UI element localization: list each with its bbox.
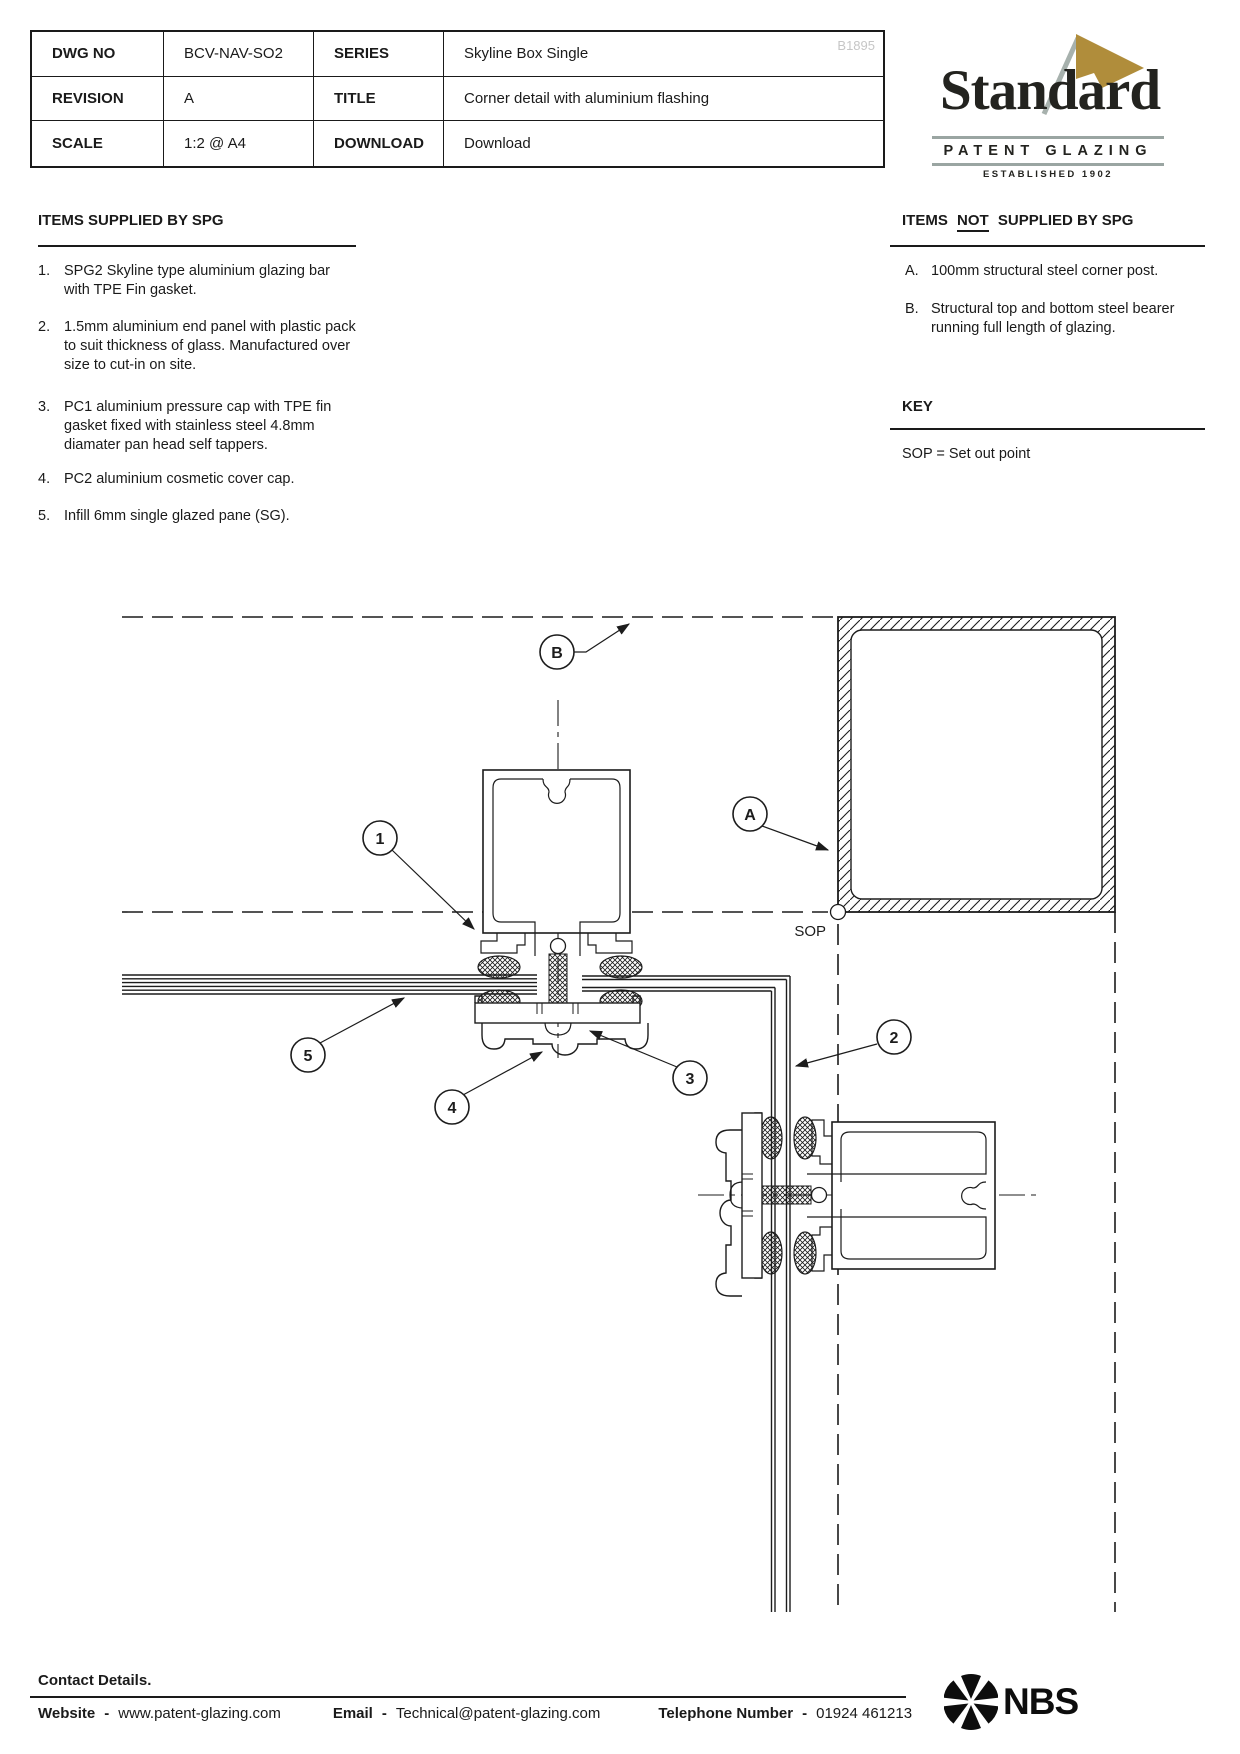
glazing-bar-top-assembly	[474, 700, 649, 1058]
download-label: DOWNLOAD	[314, 121, 444, 166]
balloon-2: 2	[794, 1019, 912, 1068]
heading-part: ITEMS	[902, 212, 948, 229]
balloon-4-label: 4	[448, 1100, 457, 1117]
sop-marker	[829, 903, 847, 921]
item-letter: B.	[905, 301, 919, 317]
nbs-logo: NBS	[944, 1674, 1079, 1730]
footer-rule	[30, 1696, 906, 1698]
glass-pane-lines	[122, 974, 791, 1612]
balloon-4: 4	[434, 1051, 544, 1125]
item-text: PC2 aluminium cosmetic cover cap.	[64, 471, 295, 487]
separator: -	[802, 1705, 808, 1722]
title-value: Corner detail with aluminium flashing	[444, 77, 883, 122]
title-label: TITLE	[314, 76, 444, 122]
balloon-A: A	[732, 796, 830, 851]
download-link[interactable]: Download	[464, 135, 531, 153]
item-text: PC1 aluminium pressure cap with TPE fin …	[64, 399, 332, 453]
list-item: 4. PC2 aluminium cosmetic cover cap.	[38, 470, 368, 489]
email-link[interactable]: Technical@patent-glazing.com	[395, 1705, 601, 1722]
item-number: 4.	[38, 471, 51, 487]
list-item: B. Structural top and bottom steel beare…	[905, 300, 1205, 338]
nbs-logo-icon	[944, 1674, 998, 1730]
item-number: 3.	[38, 399, 51, 415]
balloon-1-label: 1	[376, 831, 385, 848]
balloon-2-label: 2	[890, 1030, 899, 1047]
scale-label: SCALE	[32, 121, 164, 166]
balloon-5-label: 5	[304, 1048, 313, 1065]
balloon-3: 3	[588, 1030, 708, 1096]
title-block-table: DWG NO BCV-NAV-SO2 SERIES Skyline Box Si…	[30, 30, 885, 168]
balloon-B: B	[539, 623, 631, 670]
supplied-heading-rule	[38, 245, 356, 247]
steel-corner-post	[837, 616, 1116, 913]
item-number: 5.	[38, 508, 51, 524]
logo-subtitle: PATENT GLAZING	[943, 143, 1153, 159]
list-item: 5. Infill 6mm single glazed pane (SG).	[38, 507, 368, 526]
website-link[interactable]: www.patent-glazing.com	[118, 1705, 281, 1722]
key-heading-rule	[890, 428, 1205, 430]
list-item: 1. SPG2 Skyline type aluminium glazing b…	[38, 262, 368, 300]
logo-rule-bottom	[932, 163, 1164, 166]
email-label: Email	[332, 1705, 373, 1722]
logo-established: ESTABLISHED 1902	[982, 169, 1114, 180]
heading-part: SUPPLIED BY SPG	[997, 212, 1134, 229]
key-definition: SOP = Set out point	[902, 446, 1031, 462]
not-supplied-list: A. 100mm structural steel corner post. B…	[905, 262, 1205, 338]
series-value: Skyline Box Single	[444, 32, 883, 77]
logo-name: Standard	[939, 59, 1161, 122]
separator: -	[381, 1705, 387, 1722]
item-text: 100mm structural steel corner post.	[931, 263, 1159, 279]
revision-value: A	[164, 76, 314, 122]
not-supplied-heading: ITEMS NOT SUPPLIED BY SPG	[902, 212, 1134, 232]
heading-part-underlined: NOT	[957, 212, 989, 232]
sop-label: SOP	[794, 923, 826, 940]
balloon-5: 5	[290, 997, 406, 1073]
item-text: SPG2 Skyline type aluminium glazing bar …	[64, 263, 330, 298]
supplied-heading: ITEMS SUPPLIED BY SPG	[38, 212, 224, 229]
scale-value: 1:2 @ A4	[164, 121, 314, 166]
revision-label: REVISION	[32, 76, 164, 122]
logo-flag-icon	[1041, 34, 1144, 116]
logo-rule-top	[932, 136, 1164, 139]
dwg-no-label: DWG NO	[32, 32, 164, 77]
list-item: 3. PC1 aluminium pressure cap with TPE f…	[38, 398, 368, 455]
list-item: A. 100mm structural steel corner post.	[905, 262, 1205, 281]
contact-details-heading: Contact Details.	[38, 1672, 152, 1689]
series-label: SERIES	[314, 32, 444, 77]
item-number: 2.	[38, 319, 51, 335]
item-text: Infill 6mm single glazed pane (SG).	[64, 508, 290, 524]
item-letter: A.	[905, 263, 919, 279]
dwg-no-value: BCV-NAV-SO2	[164, 32, 314, 77]
list-item: 2. 1.5mm aluminium end panel with plasti…	[38, 318, 368, 375]
item-text: Structural top and bottom steel bearer r…	[931, 301, 1175, 336]
supplied-list: 1. SPG2 Skyline type aluminium glazing b…	[38, 262, 368, 526]
balloon-1: 1	[362, 820, 475, 930]
phone-value[interactable]: 01924 461213	[816, 1705, 913, 1722]
separator: -	[104, 1705, 110, 1722]
glazing-bar-lower-assembly	[698, 1112, 1040, 1297]
key-heading: KEY	[902, 398, 933, 415]
website-label: Website	[38, 1705, 96, 1722]
watermark-code: B1895	[837, 38, 875, 53]
footer-contact-row: Website - www.patent-glazing.com Email -…	[38, 1705, 912, 1722]
item-number: 1.	[38, 263, 51, 279]
balloon-3-label: 3	[686, 1071, 695, 1088]
balloon-B-label: B	[551, 645, 563, 662]
not-supplied-heading-rule	[890, 245, 1205, 247]
phone-label: Telephone Number	[658, 1705, 794, 1722]
nbs-logo-text: NBS	[1003, 1681, 1079, 1722]
company-logo: Standard PATENT GLAZING ESTABLISHED 1902	[928, 22, 1172, 180]
balloon-A-label: A	[744, 807, 756, 824]
item-text: 1.5mm aluminium end panel with plastic p…	[64, 319, 356, 373]
